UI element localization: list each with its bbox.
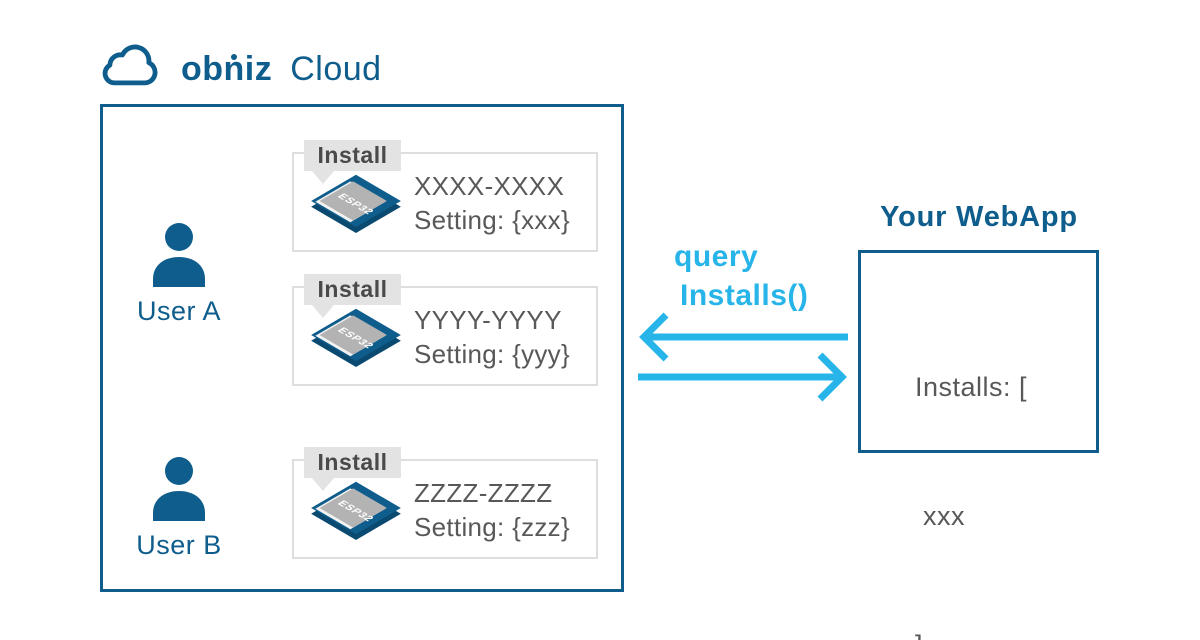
device-id-text: YYYY-YYYY xyxy=(414,305,562,335)
install-info: XXXX-XXXX Setting: {xxx} xyxy=(414,169,570,237)
logo-product-text: Cloud xyxy=(290,50,382,88)
code-line: xxx xyxy=(915,501,966,531)
esp32-chip-icon: ESP32 xyxy=(307,301,405,380)
query-label: query Installs() xyxy=(640,237,808,315)
device-id-text: ZZZZ-ZZZZ xyxy=(414,478,553,508)
device-id-text: XXXX-XXXX xyxy=(414,171,565,201)
query-arrows xyxy=(632,305,854,410)
install-tab-tail xyxy=(312,171,334,184)
user-a-block: User A xyxy=(111,223,247,327)
query-label-line2: Installs() xyxy=(680,279,809,312)
install-tab: Install xyxy=(304,447,401,478)
install-info: YYYY-YYYY Setting: {yyy} xyxy=(414,303,570,371)
device-setting-text: Setting: {xxx} xyxy=(414,205,570,235)
install-info: ZZZZ-ZZZZ Setting: {zzz} xyxy=(414,476,570,544)
query-label-line1: query xyxy=(674,240,759,273)
user-icon xyxy=(150,457,208,525)
install-card: ESP32 XXXX-XXXX Setting: {xxx} xyxy=(292,152,598,252)
user-name-label: User B xyxy=(136,530,222,560)
user-b-block: User B xyxy=(111,457,247,561)
webapp-title: Your WebApp xyxy=(880,201,1078,233)
esp32-chip-icon: ESP32 xyxy=(307,167,405,246)
arrow-left-icon xyxy=(639,312,848,362)
install-tab-tail xyxy=(312,478,334,491)
logo-brand-text: obniz xyxy=(181,50,273,88)
code-line: Installs: [ xyxy=(915,372,1028,402)
device-setting-text: Setting: {yyy} xyxy=(414,339,570,369)
webapp-box: Installs: [ xxx ] xyxy=(858,250,1099,640)
logo-text: obniz Cloud xyxy=(181,50,382,89)
arrow-right-icon xyxy=(638,352,847,402)
install-tab: Install xyxy=(304,140,401,171)
obniz-cloud-box: User A User B Install xyxy=(100,104,624,592)
obniz-cloud-logo: obniz Cloud xyxy=(96,42,382,97)
code-line: ] xyxy=(915,624,1027,640)
webapp-code: Installs: [ xxx ] xyxy=(915,280,1027,640)
device-setting-text: Setting: {zzz} xyxy=(414,512,570,542)
user-icon xyxy=(150,223,208,291)
install-tab-tail xyxy=(312,305,334,318)
cloud-icon xyxy=(96,42,168,97)
install-tab: Install xyxy=(304,274,401,305)
user-name-label: User A xyxy=(136,296,222,326)
esp32-chip-icon: ESP32 xyxy=(307,474,405,553)
